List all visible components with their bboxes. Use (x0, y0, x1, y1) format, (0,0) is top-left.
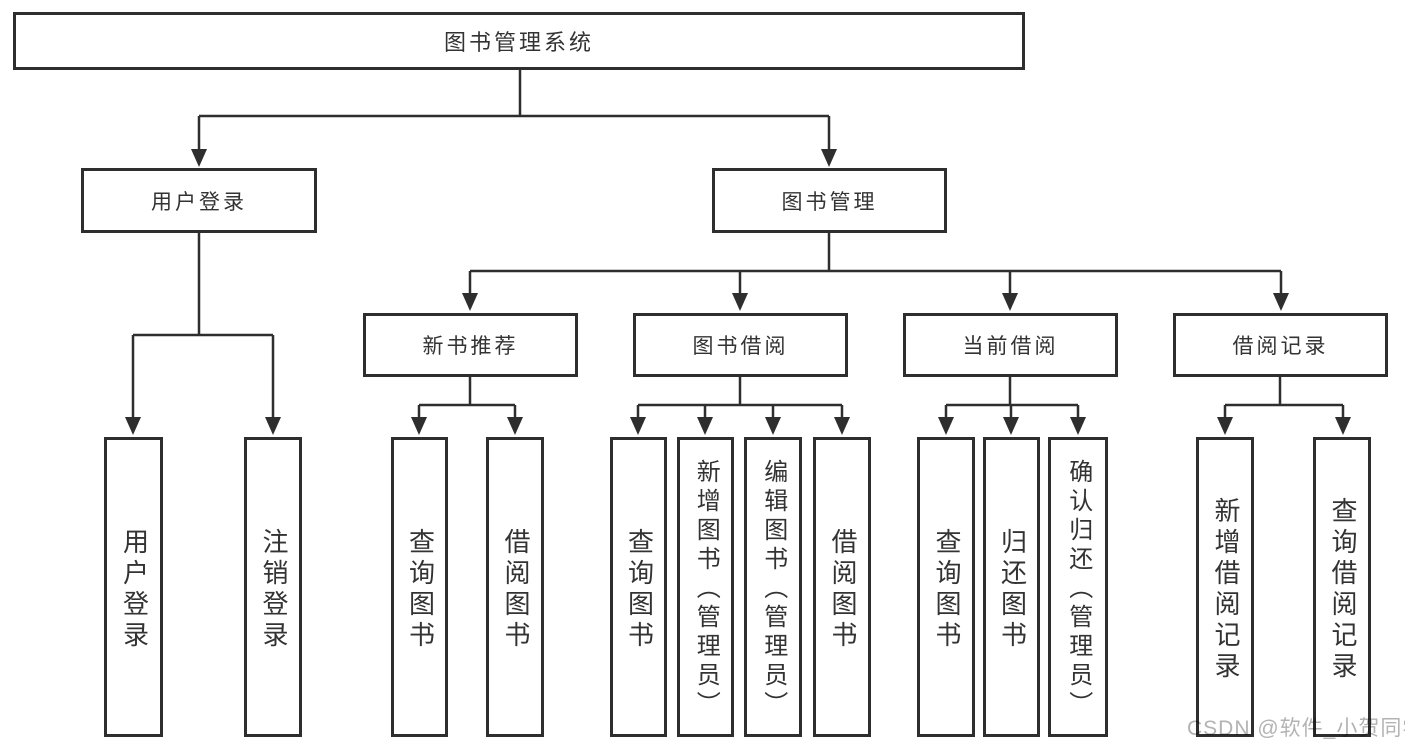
leaf-label: 借阅图书 (500, 527, 531, 652)
leaf-logout: 注销登录 (244, 437, 302, 737)
leaf-label: 确认归还（管理员） (1064, 459, 1092, 720)
node-borrowing-records: 借阅记录 (1173, 313, 1388, 377)
leaf-label: 查询图书 (931, 527, 962, 652)
leaf-label: 新增图书（管理员） (692, 459, 720, 720)
leaf-query-books-borrow: 查询图书 (610, 437, 667, 737)
node-label: 当前借阅 (962, 335, 1059, 358)
leaf-label: 借阅图书 (827, 527, 858, 652)
arrowhead (821, 149, 837, 167)
arrowhead (191, 149, 207, 167)
node-book-management: 图书管理 (712, 168, 947, 233)
arrowhead (411, 417, 427, 435)
node-label: 图书管理 (781, 190, 878, 214)
leaf-label: 查询图书 (405, 527, 436, 652)
leaf-label: 查询借阅记录 (1327, 496, 1358, 683)
arrowhead (1273, 293, 1289, 311)
node-label: 新书推荐 (422, 335, 519, 358)
node-book-borrowing: 图书借阅 (633, 313, 848, 377)
arrowhead (1002, 293, 1018, 311)
arrowhead (630, 417, 646, 435)
leaf-query-books-recommend: 查询图书 (391, 437, 448, 737)
csdn-watermark: CSDN @软件_小贺同学 (1187, 717, 1405, 740)
arrowhead (938, 417, 954, 435)
node-label: 借阅记录 (1232, 335, 1329, 358)
arrowhead (265, 417, 281, 435)
leaf-query-borrow-record: 查询借阅记录 (1313, 437, 1371, 737)
leaf-user-login: 用户登录 (104, 437, 163, 737)
leaf-add-borrow-record: 新增借阅记录 (1196, 437, 1254, 737)
leaf-confirm-return-admin: 确认归还（管理员） (1048, 437, 1108, 737)
leaf-label: 归还图书 (997, 527, 1028, 652)
arrowhead (462, 293, 478, 311)
arrowhead (1335, 417, 1351, 435)
node-new-book-recommend: 新书推荐 (363, 313, 578, 377)
node-current-borrowing: 当前借阅 (903, 313, 1118, 377)
leaf-label: 查询图书 (624, 527, 655, 652)
node-label: 用户登录 (151, 190, 247, 214)
leaf-label: 编辑图书（管理员） (759, 459, 787, 720)
leaf-borrow-books-recommend: 借阅图书 (486, 437, 544, 737)
arrowhead (507, 417, 523, 435)
leaf-label: 新增借阅记录 (1210, 496, 1241, 683)
arrowhead (125, 417, 141, 435)
leaf-return-book: 归还图书 (983, 437, 1040, 737)
leaf-add-book-admin: 新增图书（管理员） (677, 437, 734, 737)
arrowhead (834, 417, 850, 435)
arrowhead (732, 293, 748, 311)
arrowhead (765, 417, 781, 435)
node-label: 图书管理系统 (443, 30, 594, 55)
leaf-edit-book-admin: 编辑图书（管理员） (744, 437, 802, 737)
leaf-borrow-books: 借阅图书 (813, 437, 871, 737)
node-root-library-management-system: 图书管理系统 (13, 12, 1025, 70)
arrowhead (1003, 417, 1019, 435)
arrowhead (1217, 417, 1233, 435)
node-user-login: 用户登录 (81, 168, 317, 233)
arrowhead (697, 417, 713, 435)
leaf-label: 注销登录 (258, 527, 289, 652)
leaf-label: 用户登录 (119, 527, 150, 652)
node-label: 图书借阅 (692, 335, 789, 358)
arrowhead (1070, 417, 1086, 435)
leaf-query-books-current: 查询图书 (917, 437, 975, 737)
